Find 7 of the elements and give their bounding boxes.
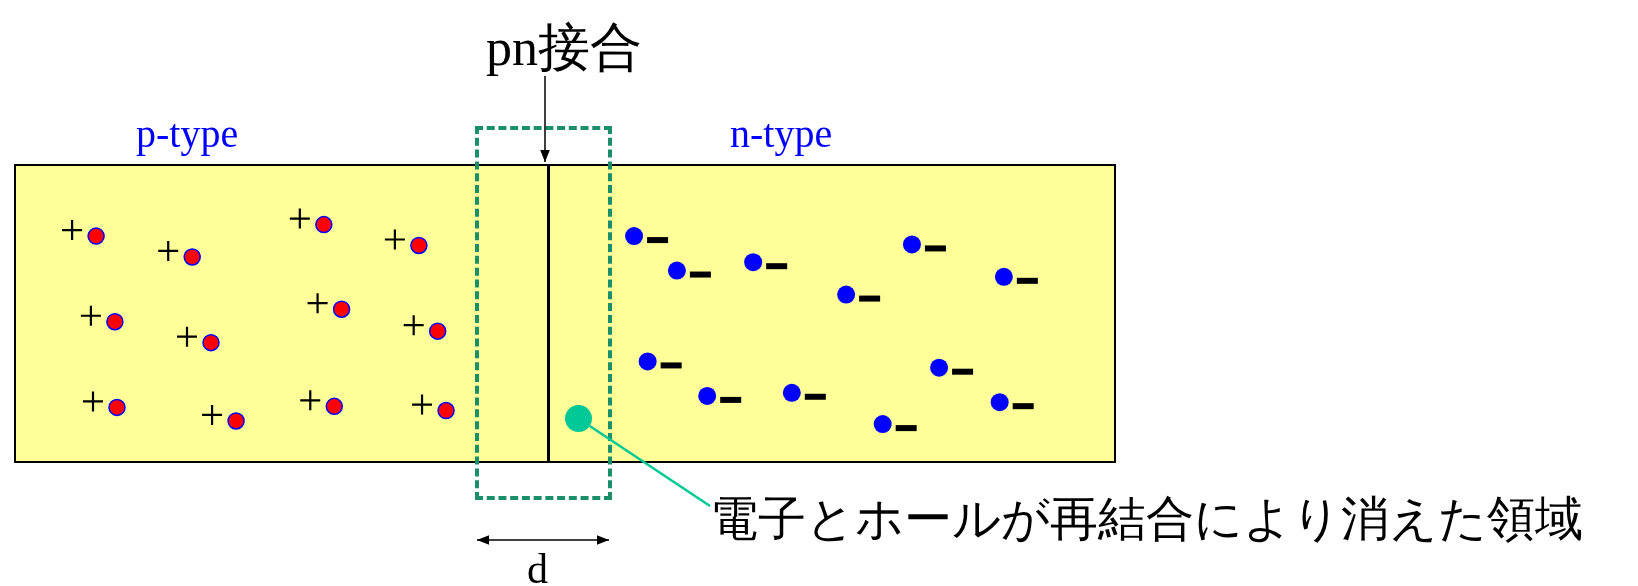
region-label: p-type — [136, 114, 239, 154]
junction-label: pn接合 — [486, 22, 642, 74]
dimension-label: d — [527, 548, 548, 586]
arrow — [540, 75, 550, 163]
leader-line — [589, 424, 711, 508]
region-label: n-type — [730, 114, 833, 154]
annotation-text: 電子とホールが再結合により消えた領域 — [710, 494, 1583, 542]
